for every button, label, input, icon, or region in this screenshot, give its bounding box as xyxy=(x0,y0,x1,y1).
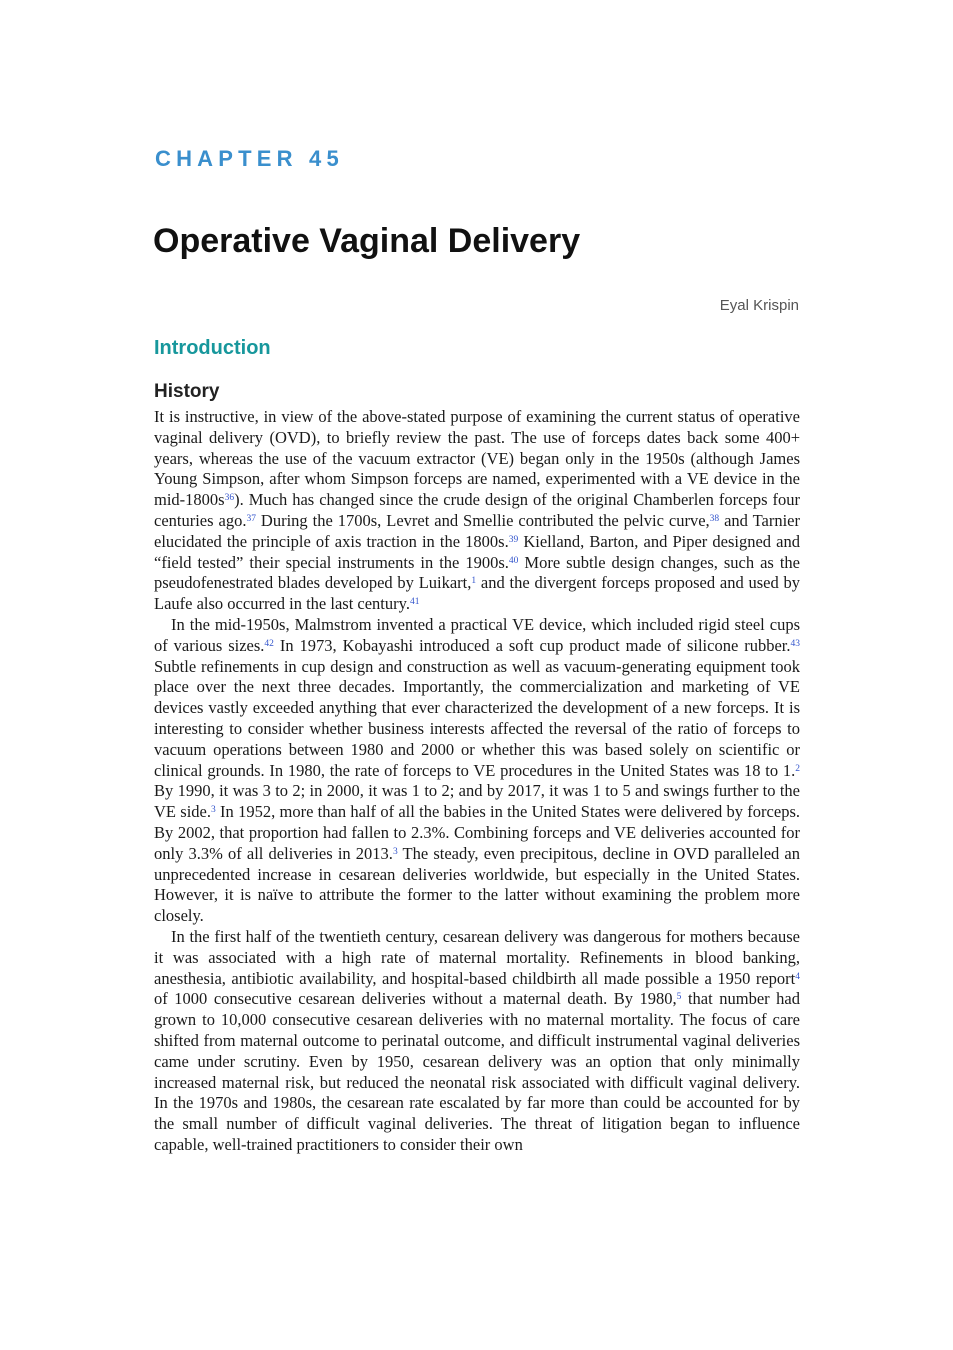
text-run: It is instructive, in view of the above-… xyxy=(154,407,800,510)
citation-link[interactable]: 40 xyxy=(508,555,519,566)
paragraph-1: It is instructive, in view of the above-… xyxy=(154,407,800,615)
citation-link[interactable]: 37 xyxy=(246,513,256,524)
text-run: In the mid-1950s, Malmstrom invented a p… xyxy=(154,614,800,655)
chapter-number: CHAPTER 45 xyxy=(155,146,344,171)
paragraph-3: In the first half of the twentieth centu… xyxy=(154,927,800,1156)
citation-link[interactable]: 1 xyxy=(471,576,477,587)
citation-link[interactable]: 43 xyxy=(790,638,801,649)
text-run: ). Much has changed since the crude desi… xyxy=(154,490,800,530)
citation-link[interactable]: 2 xyxy=(795,763,800,774)
text-run: and the divergent forceps proposed and u… xyxy=(154,573,800,614)
text-run: Subtle refinements in cup design and con… xyxy=(154,656,800,780)
text-run: of 1000 consecutive cesarean deliveries … xyxy=(154,989,677,1009)
text-run: In the first half of the twentieth centu… xyxy=(154,926,800,988)
text-run: By 1990, it was 3 to 2; in 2000, it was … xyxy=(154,781,800,822)
citation-link[interactable]: 36 xyxy=(224,493,235,504)
text-run: In 1952, more than half of all the babie… xyxy=(154,802,800,863)
chapter-title: Operative Vaginal Delivery xyxy=(153,222,581,260)
citation-link[interactable]: 39 xyxy=(508,534,519,545)
citation-link[interactable]: 38 xyxy=(709,513,720,524)
text-run: More subtle design changes, such as the … xyxy=(154,552,800,593)
text-run: The steady, even precipitous, decline in… xyxy=(154,843,801,926)
citation-link[interactable]: 5 xyxy=(676,992,682,1003)
subsection-heading-history: History xyxy=(154,381,220,402)
text-run: During the 1700s, Levret and Smellie con… xyxy=(255,510,710,530)
text-run: In 1973, Kobayashi introduced a soft cup… xyxy=(273,635,791,655)
text-run: Kielland, Barton, and Piper designed and… xyxy=(154,531,800,572)
paragraph-2: In the mid-1950s, Malmstrom invented a p… xyxy=(154,615,800,927)
citation-link[interactable]: 41 xyxy=(409,597,420,608)
section-heading-introduction: Introduction xyxy=(154,337,271,359)
text-run: and Tarnier elucidated the principle of … xyxy=(154,510,800,551)
text-run: that number had grown to 10,000 consecut… xyxy=(154,989,800,1154)
citation-link[interactable]: 42 xyxy=(264,638,274,649)
citation-link[interactable]: 4 xyxy=(795,971,800,982)
citation-link[interactable]: 3 xyxy=(392,846,398,857)
citation-link[interactable]: 3 xyxy=(211,805,216,816)
body-text: It is instructive, in view of the above-… xyxy=(154,407,800,1156)
author-name: Eyal Krispin xyxy=(719,297,799,314)
